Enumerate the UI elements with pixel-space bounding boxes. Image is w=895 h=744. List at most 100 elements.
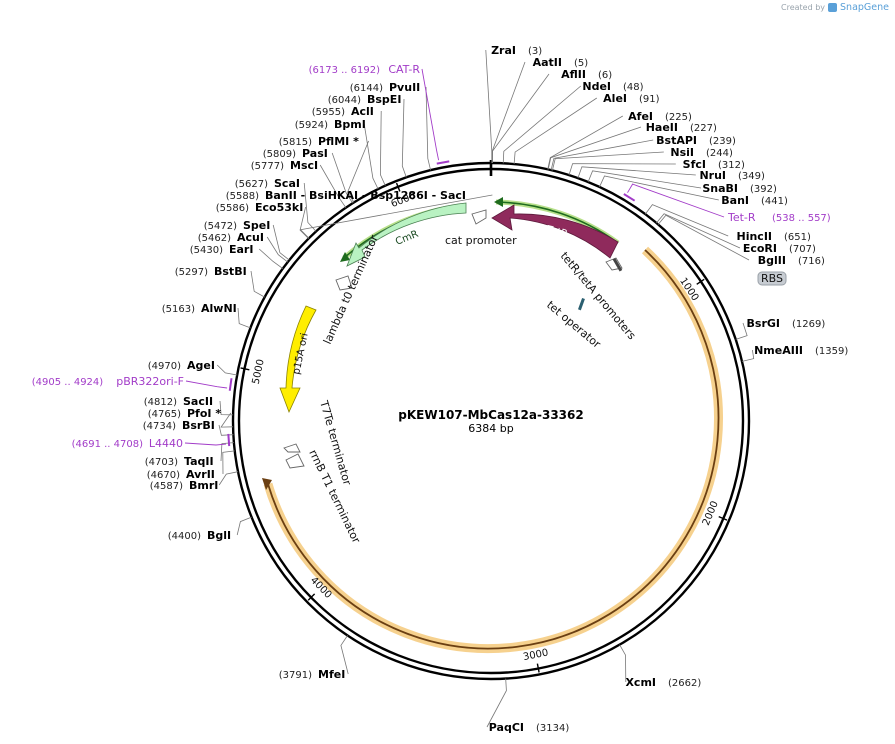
enzyme-name-33: SpeI — [243, 219, 270, 232]
enzyme-name-28: AgeI — [187, 359, 215, 372]
backbone — [231, 160, 751, 681]
enzyme-site-25: BsrBI(4734) — [143, 419, 215, 432]
enzyme-site-20: MfeI(3791) — [279, 668, 346, 681]
tick-mark-3000 — [536, 663, 540, 673]
enzyme-position-2: (6) — [598, 70, 612, 81]
enzyme-leader-25 — [218, 424, 234, 436]
primer-mark-0 — [436, 160, 450, 165]
enzyme-leader-20 — [340, 635, 349, 675]
insert-band — [262, 246, 723, 653]
primer-name-3: L4440 — [149, 437, 183, 450]
enzyme-name-20: MfeI — [318, 668, 345, 681]
enzyme-leader-16 — [735, 322, 748, 340]
enzyme-name-14: EcoRI — [743, 242, 777, 255]
enzyme-site-18: XcmI(2662) — [625, 676, 701, 689]
enzyme-name-8: NsiI — [670, 146, 694, 159]
enzyme-leader-28 — [216, 364, 238, 376]
enzyme-position-6: (227) — [690, 123, 717, 134]
enzyme-leader-12 — [599, 175, 719, 201]
enzyme-name-43: PvuII — [389, 81, 420, 94]
lambda-t0-terminator-arrow — [335, 275, 353, 291]
enzyme-leader-0 — [485, 49, 493, 163]
tetr-label: TetR — [544, 224, 568, 240]
enzyme-name-32: AcuI — [237, 231, 264, 244]
primer-range-2: (4905 .. 4924) — [32, 377, 104, 388]
cat-promoter-label: cat promoter — [445, 234, 517, 247]
enzyme-position-35: (5588) — [226, 191, 259, 202]
primer-mark-1 — [623, 193, 636, 202]
insert-band-line — [267, 249, 720, 650]
enzyme-name-19: PaqCI — [489, 721, 524, 734]
rbs-label: RBS — [761, 272, 783, 285]
enzyme-name-6: HaeII — [646, 121, 678, 134]
enzyme-site-35: BanII - BsiHKAI - Bsp1286I - SacI(5588) — [226, 189, 466, 202]
enzyme-site-1: AatII(5) — [533, 56, 589, 69]
enzyme-position-41: (5955) — [312, 107, 345, 118]
enzyme-position-29: (5163) — [162, 304, 195, 315]
enzyme-site-39: PflMI *(5815) — [279, 135, 359, 148]
tick-mark-2000 — [718, 515, 728, 521]
plasmid-name: pKEW107-MbCas12a-33362 — [398, 408, 583, 422]
enzyme-position-21: (4400) — [168, 531, 201, 542]
enzyme-position-4: (91) — [639, 94, 660, 105]
enzyme-leader-17 — [741, 349, 755, 362]
enzyme-leader-30 — [250, 270, 265, 298]
enzyme-leader-5 — [547, 115, 623, 170]
enzyme-site-21: BglI(4400) — [168, 529, 231, 542]
enzyme-position-0: (3) — [528, 46, 542, 57]
enzyme-leader-4 — [513, 97, 598, 165]
enzyme-name-12: BanI — [721, 194, 749, 207]
enzyme-name-15: BglII — [758, 254, 786, 267]
tick-label-5000: 5000 — [251, 358, 267, 385]
enzyme-name-26: PfoI * — [187, 407, 221, 420]
enzyme-leader-38 — [331, 152, 354, 204]
enzyme-name-29: AlwNI — [201, 302, 237, 315]
cat-promoter-arrowhead — [340, 252, 350, 262]
tick-mark-1000 — [696, 278, 705, 285]
enzyme-leader-11 — [587, 170, 702, 189]
enzyme-leader-22 — [218, 471, 239, 486]
enzyme-leader-43 — [425, 86, 431, 171]
enzyme-leader-lines — [216, 49, 755, 728]
primer-range-1: (538 .. 557) — [772, 213, 831, 224]
enzyme-name-17: NmeAIII — [754, 344, 803, 357]
enzyme-site-27: SacII(4812) — [144, 395, 213, 408]
primer-name-0: CAT-R — [388, 63, 420, 76]
enzyme-leader-23 — [222, 450, 235, 475]
enzyme-position-9: (312) — [718, 160, 745, 171]
enzyme-leader-37 — [319, 164, 347, 208]
enzyme-site-40: BpmI(5924) — [295, 118, 366, 131]
enzyme-site-15: BglII(716) — [758, 254, 825, 267]
enzyme-name-5: AfeI — [628, 110, 653, 123]
enzyme-name-37: MscI — [290, 159, 318, 172]
enzyme-name-34: Eco53kI — [255, 201, 303, 214]
enzyme-name-24: TaqII — [184, 455, 214, 468]
enzyme-position-13: (651) — [784, 232, 811, 243]
enzyme-leader-13 — [644, 204, 729, 237]
primer-mark-3 — [227, 433, 231, 447]
enzyme-leader-19 — [486, 678, 507, 728]
enzyme-leader-29 — [237, 307, 251, 329]
enzyme-position-42: (6044) — [328, 95, 361, 106]
enzyme-leader-7 — [550, 139, 654, 171]
enzyme-name-42: BspEI — [367, 93, 401, 106]
enzyme-site-36: ScaI(5627) — [235, 177, 300, 190]
enzyme-site-14: EcoRI(707) — [743, 242, 816, 255]
snapgene-credit: Created by SnapGene — [781, 2, 889, 13]
enzyme-name-4: AleI — [603, 92, 627, 105]
enzyme-site-41: AclI(5955) — [312, 105, 374, 118]
cat-promoter-arrow — [471, 209, 487, 225]
enzyme-name-9: SfcI — [683, 158, 706, 171]
feature-labels: TetR CmR p15A ori cat promoter tetR/tetA… — [291, 224, 638, 546]
enzyme-position-18: (2662) — [668, 678, 701, 689]
enzyme-leader-3 — [502, 85, 582, 164]
primer-mark-2 — [228, 378, 233, 391]
enzyme-site-2: AflII(6) — [561, 68, 612, 81]
enzyme-name-39: PflMI * — [318, 135, 359, 148]
tet-operator-label: tet operator — [544, 298, 603, 351]
enzyme-site-0: ZraI(3) — [491, 44, 542, 57]
primer-name-1: Tet-R — [727, 211, 756, 224]
enzyme-site-5: AfeI(225) — [628, 110, 692, 123]
tetr-arrow — [491, 204, 619, 259]
